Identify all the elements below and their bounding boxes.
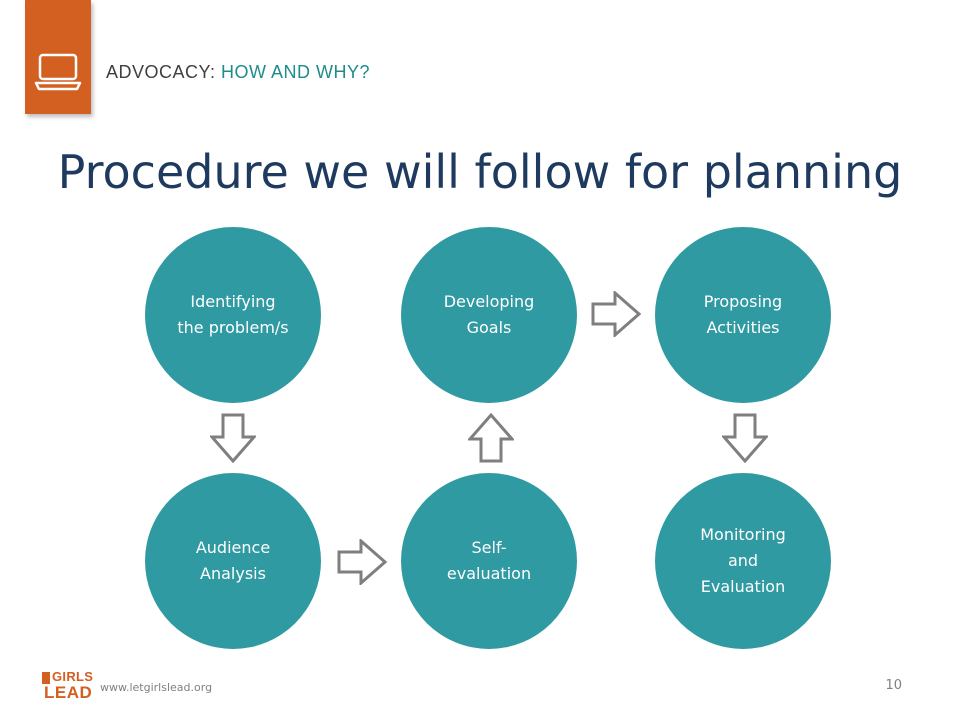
section-prefix: ADVOCACY: — [106, 62, 216, 82]
logo-text-top: GIRLS — [52, 669, 94, 684]
page-number: 10 — [885, 678, 902, 693]
logo: GIRLS LEAD — [42, 670, 94, 702]
step-identifying-problem: Identifying the problem/s — [145, 227, 321, 403]
right-arrow-icon — [337, 539, 387, 585]
section-accent: HOW AND WHY? — [221, 62, 371, 82]
step-monitoring-evaluation: Monitoring and Evaluation — [655, 473, 831, 649]
step-label: Self- evaluation — [446, 538, 532, 583]
up-arrow-icon — [468, 413, 514, 463]
step-label: Identifying the problem/s — [177, 292, 289, 337]
down-arrow-icon — [722, 413, 768, 463]
logo-text-bottom: LEAD — [44, 683, 93, 702]
step-label: Audience Analysis — [195, 538, 271, 583]
section-header: ADVOCACY: HOW AND WHY? — [106, 62, 370, 83]
step-audience-analysis: Audience Analysis — [145, 473, 321, 649]
down-arrow-icon — [210, 413, 256, 463]
footer-url[interactable]: www.letgirlslead.org — [100, 681, 213, 694]
step-label: Developing Goals — [443, 292, 535, 337]
laptop-icon — [34, 53, 82, 91]
right-arrow-icon — [591, 291, 641, 337]
step-proposing-activities: Proposing Activities — [655, 227, 831, 403]
section-tab — [25, 0, 91, 114]
step-label: Proposing Activities — [703, 292, 783, 337]
step-label: Monitoring and Evaluation — [700, 525, 786, 596]
logo-mark — [42, 672, 50, 684]
step-developing-goals: Developing Goals — [401, 227, 577, 403]
page-title: Procedure we will follow for planning — [57, 145, 903, 199]
step-self-evaluation: Self- evaluation — [401, 473, 577, 649]
